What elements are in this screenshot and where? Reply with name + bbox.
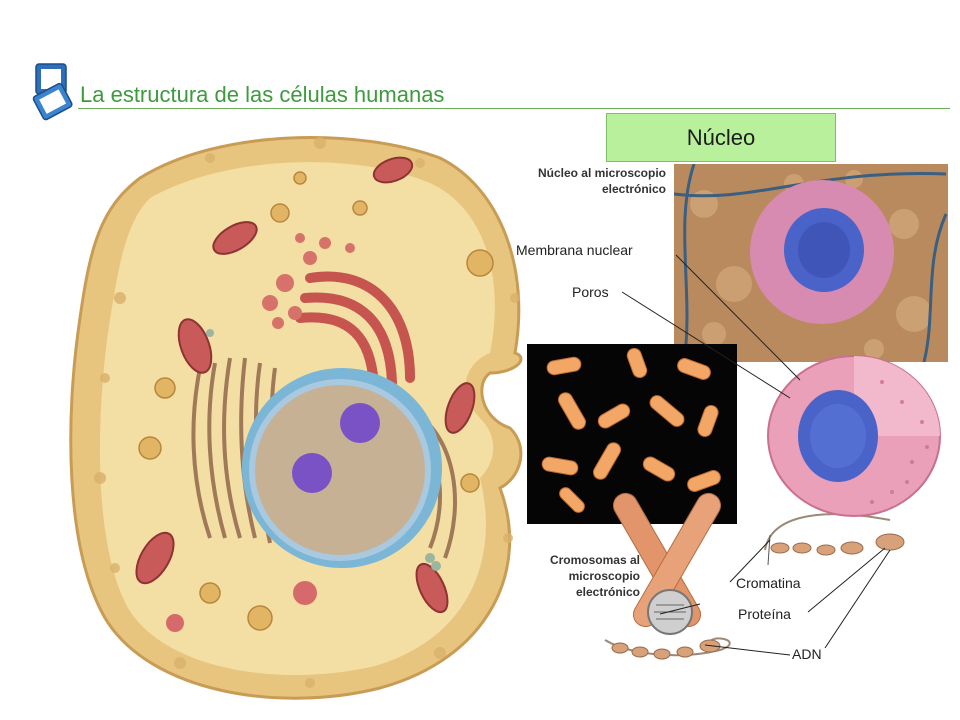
label-pores: Poros [572, 284, 609, 300]
chromosome-dna-diagram [590, 480, 930, 680]
label-protein: Proteína [738, 606, 791, 622]
label-dna: ADN [792, 646, 822, 662]
page-title: La estructura de las células humanas [80, 82, 445, 107]
slide-icon [30, 62, 80, 122]
cell-illustration [60, 118, 560, 708]
section-label: Núcleo [686, 124, 756, 150]
title-divider [78, 108, 950, 109]
em-nucleus-photo [674, 164, 948, 362]
label-nuclear-membrane: Membrana nuclear [516, 242, 633, 258]
nucleus-sphere [762, 352, 944, 520]
section-label-box: Núcleo [606, 113, 836, 162]
label-em-chromosomes: Cromosomas al microscopio electrónico [549, 553, 640, 599]
label-chromatin: Cromatina [736, 575, 801, 591]
label-em-nucleus: Núcleo al microscopio electrónico [537, 166, 666, 196]
